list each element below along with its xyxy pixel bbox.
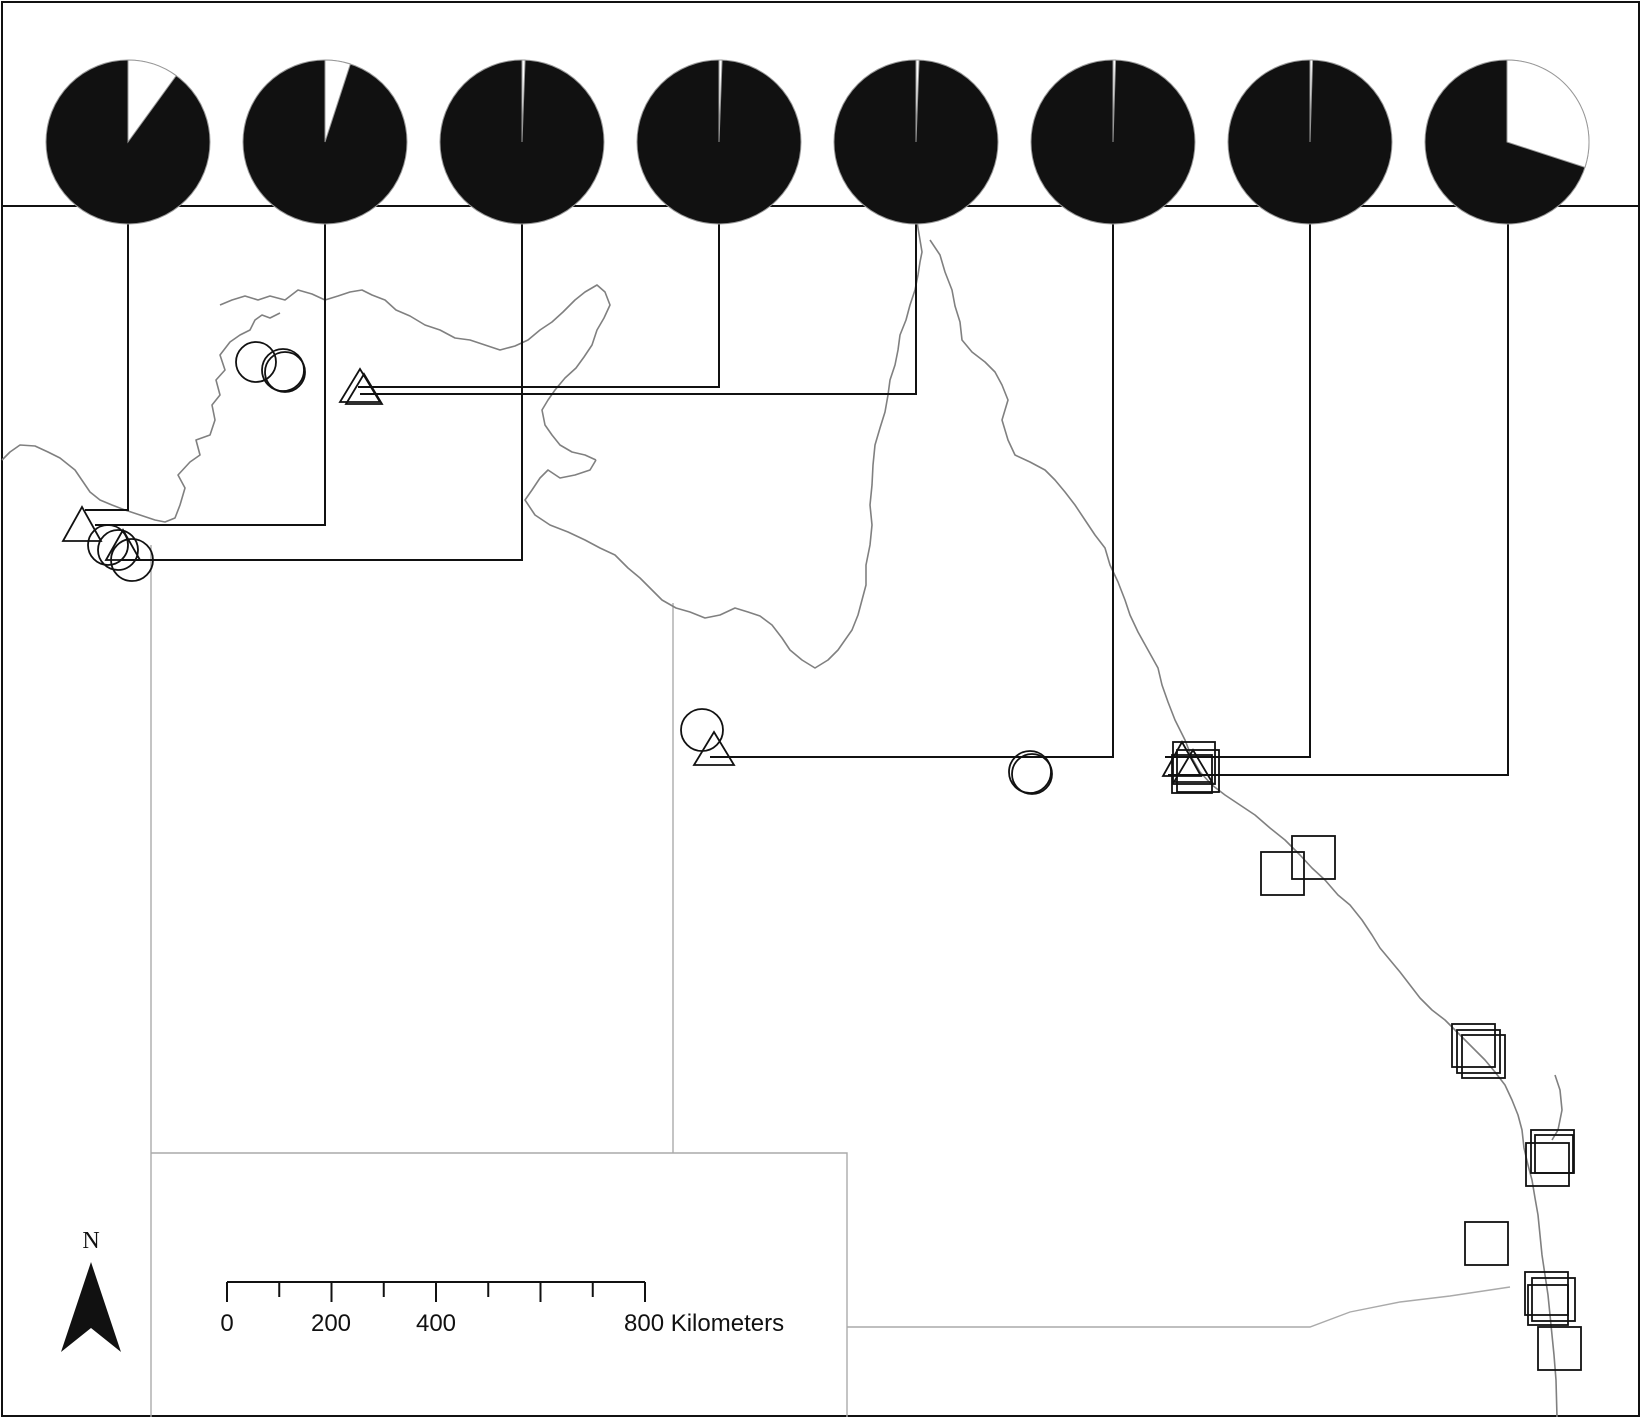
site-marker-triangle <box>344 372 384 405</box>
coastline-island <box>1551 1074 1563 1141</box>
site-marker-circle <box>680 708 724 752</box>
pie-7-white-slice <box>1309 59 1314 143</box>
site-marker-triangle <box>104 528 142 561</box>
scale-label-0: 0 <box>220 1310 233 1337</box>
leader-line-2 <box>95 220 326 526</box>
pie-5-white-slice <box>915 59 920 143</box>
site-marker-circle <box>87 524 129 566</box>
site-marker-circle <box>261 348 305 392</box>
north-arrow: N <box>61 1228 121 1352</box>
site-marker-triangle <box>1161 740 1203 777</box>
pie-6 <box>1030 59 1196 225</box>
leader-line-8 <box>1168 220 1509 776</box>
pie-chart-row <box>45 59 1590 225</box>
pie-5 <box>833 59 999 225</box>
site-marker-square <box>1464 1221 1509 1266</box>
site-marker-square <box>1260 851 1305 896</box>
pie-1 <box>45 59 211 225</box>
scale-bar-ticks <box>226 1282 646 1302</box>
site-marker-circle <box>264 351 306 393</box>
site-marker-square <box>1534 1134 1574 1174</box>
site-marker-square <box>1172 741 1216 785</box>
site-marker-triangle <box>1172 748 1214 783</box>
coastline-gulf <box>524 214 923 669</box>
site-marker-circle <box>1011 753 1053 795</box>
boundary-qld-nsw <box>847 1286 1511 1328</box>
state-boundaries <box>150 545 1511 1417</box>
pie-6-white-slice <box>1112 59 1117 143</box>
site-marker-square <box>1537 1326 1582 1371</box>
pie-2-white-slice <box>324 59 351 143</box>
site-marker-square <box>1456 1029 1501 1074</box>
site-marker-circle <box>1008 750 1052 794</box>
pie-3-white-slice <box>521 59 526 143</box>
scale-label-800-kilometers: 800 Kilometers <box>624 1310 784 1337</box>
site-marker-square <box>1291 835 1336 880</box>
leader-line-4 <box>358 220 720 388</box>
site-marker-triangle <box>61 505 103 542</box>
site-markers <box>61 341 1582 1371</box>
north-arrow-label: N <box>82 1228 99 1254</box>
scale-label-400: 400 <box>416 1310 456 1337</box>
leader-line-7 <box>1165 220 1311 758</box>
site-marker-square <box>1531 1277 1576 1322</box>
site-marker-square <box>1461 1034 1506 1079</box>
pie-8-white-slice <box>1506 59 1590 168</box>
site-marker-square <box>1451 1023 1496 1068</box>
leader-line-1 <box>85 220 129 511</box>
boundary-sa-north <box>151 1152 848 1417</box>
coastline-kimberley <box>1 312 281 523</box>
scale-label-200: 200 <box>311 1310 351 1337</box>
pie-8 <box>1424 59 1590 225</box>
leader-line-5 <box>360 220 917 395</box>
scale-bar: 0 200 400 800 Kilometers <box>220 1281 784 1337</box>
pie-4 <box>636 59 802 225</box>
pie-4-white-slice <box>718 59 723 143</box>
pie-1-white-slice <box>127 59 177 144</box>
pie-7 <box>1227 59 1393 225</box>
site-marker-square <box>1530 1129 1575 1174</box>
site-marker-circle <box>97 529 139 571</box>
pie-3 <box>439 59 605 225</box>
site-marker-circle <box>235 341 277 383</box>
site-marker-square <box>1176 749 1220 793</box>
site-marker-square <box>1171 754 1213 794</box>
leader-line-3 <box>120 220 523 561</box>
leader-line-6 <box>710 220 1114 758</box>
leader-lines <box>85 220 1509 776</box>
site-marker-triangle <box>692 730 736 766</box>
site-marker-triangle <box>338 367 382 403</box>
site-marker-square <box>1527 1284 1569 1326</box>
coastline <box>1 214 1563 1418</box>
coastline-queensland <box>929 239 1558 1418</box>
site-marker-square <box>1525 1142 1570 1187</box>
pie-2 <box>242 59 408 225</box>
coastline-top-end <box>219 284 611 461</box>
north-arrow-icon <box>61 1262 121 1352</box>
